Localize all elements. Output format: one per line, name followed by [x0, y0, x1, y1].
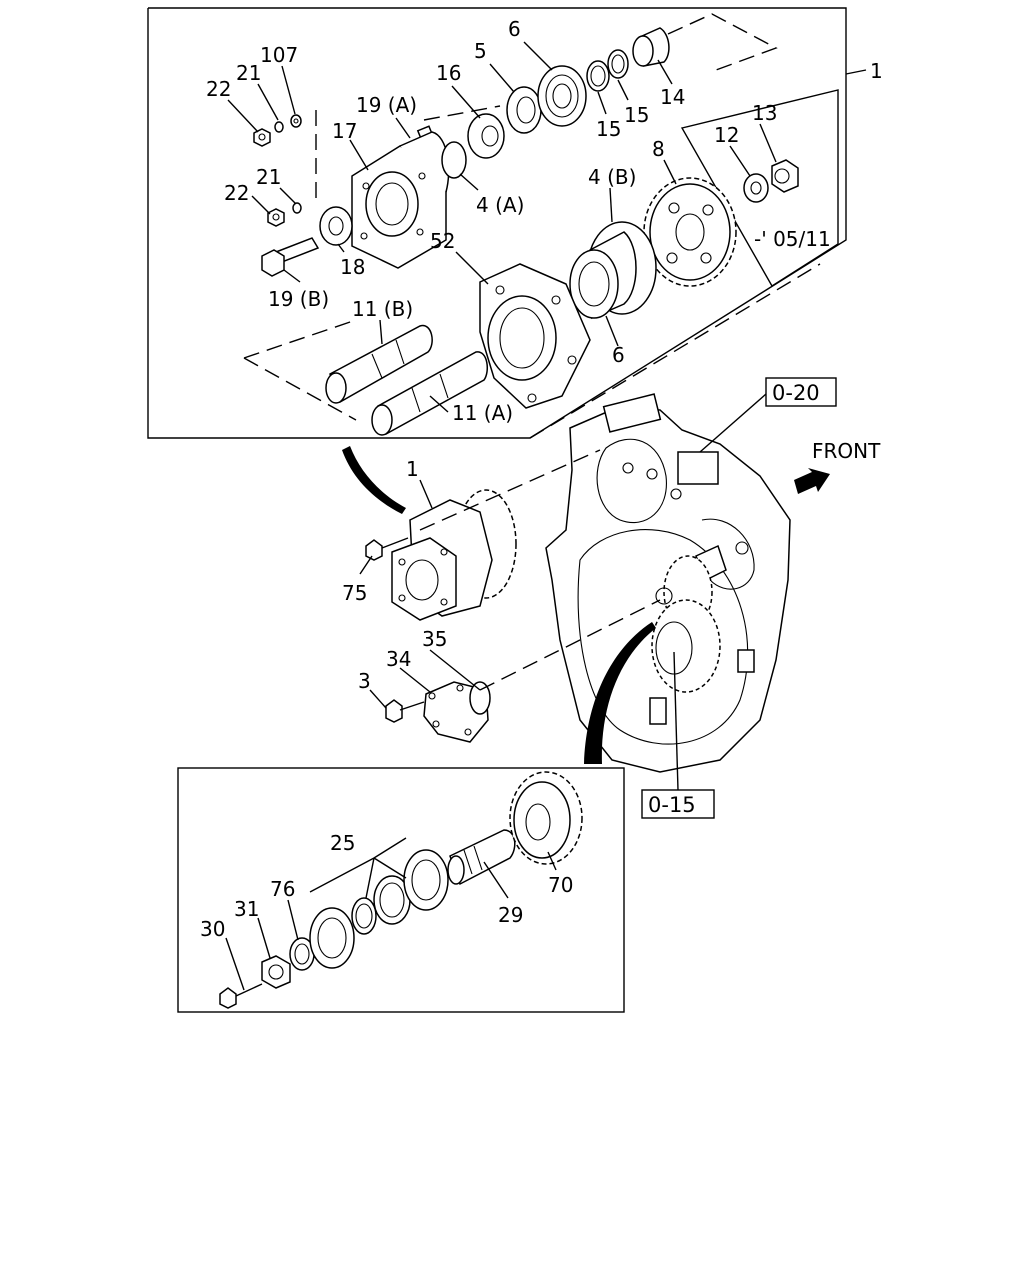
callout-107: 107 — [260, 43, 298, 67]
bearing-housing-17 — [351, 131, 450, 269]
bolt-30 — [219, 983, 263, 1009]
curved-arrow-bottom — [584, 622, 656, 764]
leader-lines-bottom — [225, 837, 557, 991]
callout-18: 18 — [340, 255, 365, 279]
callout-52: 52 — [430, 229, 455, 253]
callout-29: 29 — [498, 903, 523, 927]
ref-label-0-20[interactable]: 0-20 — [772, 381, 820, 405]
washer-107 — [290, 114, 302, 128]
callout-19a: 19 (A) — [356, 93, 417, 117]
bolt-75 — [365, 537, 409, 561]
gear-case-52 — [479, 263, 591, 409]
callout-14: 14 — [660, 85, 685, 109]
callout-30: 30 — [200, 917, 225, 941]
gear-8 — [643, 177, 737, 287]
callout-70: 70 — [548, 873, 573, 897]
top-assembly-frame — [147, 7, 867, 439]
assembly-center-lines — [243, 13, 821, 439]
callout-1-top: 1 — [870, 59, 883, 83]
callout-6-lower: 6 — [612, 343, 625, 367]
shaft-29 — [447, 829, 516, 886]
washer-21-lower — [292, 202, 302, 214]
curved-arrow-top — [342, 446, 406, 514]
rings-15 — [586, 49, 629, 92]
date-note: -' 05/11 — [754, 227, 831, 251]
ref-label-0-15[interactable]: 0-15 — [648, 793, 696, 817]
nut-31 — [261, 955, 291, 989]
callout-17: 17 — [332, 119, 357, 143]
washer-21-upper — [274, 121, 284, 133]
callout-13: 13 — [752, 101, 777, 125]
spacer-16 — [467, 113, 505, 159]
front-label: FRONT — [812, 439, 881, 463]
callout-21-upper: 21 — [236, 61, 261, 85]
cover-34-and-seal-35 — [423, 681, 491, 743]
leader-lines-middle — [359, 393, 767, 791]
front-arrow-icon — [794, 468, 830, 494]
shaft-11a — [371, 351, 489, 436]
leader-lines-top — [227, 41, 777, 413]
callout-8: 8 — [652, 137, 665, 161]
callout-22-upper: 22 — [206, 77, 231, 101]
callout-12: 12 — [714, 123, 739, 147]
washer-76 — [289, 937, 315, 971]
bearing-6-upper — [537, 65, 587, 127]
callout-6-upper: 6 — [508, 17, 521, 41]
callout-3: 3 — [358, 669, 371, 693]
callout-1-mid: 1 — [406, 457, 419, 481]
callout-76: 76 — [270, 877, 295, 901]
callout-15-b: 15 — [624, 103, 649, 127]
callout-75: 75 — [342, 581, 367, 605]
bearing-6-lower — [569, 231, 637, 320]
callout-21-lower: 21 — [256, 165, 281, 189]
pto-gear-assembled — [651, 555, 721, 693]
small-nuts-washers — [253, 114, 302, 227]
nut-22-lower — [267, 208, 285, 227]
callout-35: 35 — [422, 627, 447, 651]
callout-25: 25 — [330, 831, 355, 855]
bearings-25 — [309, 849, 449, 969]
ref-box-0-15[interactable] — [641, 789, 715, 819]
bush-14 — [632, 27, 670, 67]
callout-labels: 107 21 22 21 22 19 (A) 17 16 5 6 15 15 1… — [200, 17, 883, 941]
callout-4a: 4 (A) — [476, 193, 524, 217]
bottom-assembly-frame — [177, 767, 625, 1013]
shaft-11b — [325, 324, 433, 404]
callout-11a: 11 (A) — [452, 401, 513, 425]
washer-18 — [319, 206, 353, 246]
nut-13 — [771, 159, 799, 193]
bolt-3 — [385, 699, 425, 723]
callout-5: 5 — [474, 39, 487, 63]
callout-16: 16 — [436, 61, 461, 85]
ref-box-0-20[interactable] — [765, 377, 837, 407]
gear-70 — [509, 771, 583, 865]
callout-15-a: 15 — [596, 117, 621, 141]
pto-unit-1 — [391, 489, 517, 621]
callout-4b: 4 (B) — [588, 165, 636, 189]
seal-5 — [506, 86, 542, 134]
callout-22-lower: 22 — [224, 181, 249, 205]
washer-12 — [743, 173, 769, 203]
o-ring-4a — [441, 141, 467, 179]
callout-31: 31 — [234, 897, 259, 921]
bolt-19b — [261, 237, 320, 277]
callout-11b: 11 (B) — [352, 297, 413, 321]
callout-34: 34 — [386, 647, 411, 671]
nut-22-upper — [253, 128, 271, 147]
callout-19b: 19 (B) — [268, 287, 329, 311]
